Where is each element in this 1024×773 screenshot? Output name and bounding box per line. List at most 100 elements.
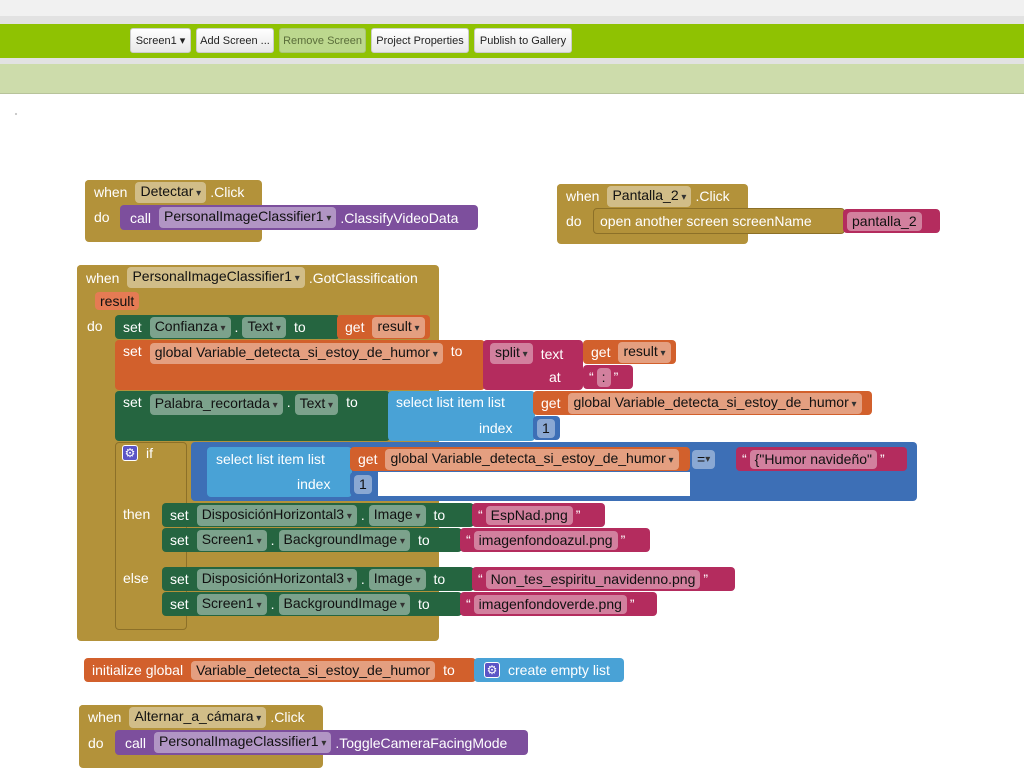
text-block[interactable]: “{"Humor navideño"” [736,447,907,471]
text-value[interactable]: imagenfondoazul.png [473,530,618,550]
sub-toolbar [0,64,1024,94]
set-background-image-block[interactable]: set Screen1 . BackgroundImage to [162,592,462,616]
to-label: to [418,596,430,612]
property-dropdown[interactable]: Image [368,568,426,590]
number-block[interactable]: 1 [350,472,378,496]
property-dropdown[interactable]: BackgroundImage [278,593,410,615]
project-properties-button[interactable]: Project Properties [371,28,469,53]
create-empty-list-block[interactable]: ⚙ create empty list [474,658,624,682]
get-label: get [541,395,561,411]
divider [0,58,1024,64]
get-block[interactable]: get global Variable_detecta_si_estoy_de_… [350,447,690,471]
dot: . [270,532,275,548]
text-block[interactable]: “:” [583,365,633,389]
divider [0,16,1024,24]
text-block[interactable]: pantalla_2 [843,209,940,233]
to-label: to [418,532,430,548]
remove-screen-button[interactable]: Remove Screen [279,28,366,53]
set-label: set [170,571,189,587]
get-label: get [345,319,365,335]
text-block[interactable]: “imagenfondoverde.png” [460,592,657,616]
event-name: .Click [210,184,245,200]
set-global-variable-block[interactable]: set global Variable_detecta_si_estoy_de_… [115,340,485,390]
when-label: when [94,184,128,200]
variable-dropdown[interactable]: global Variable_detecta_si_estoy_de_humo… [568,392,862,414]
set-confianza-text-block[interactable]: set Confianza . Text to [115,315,340,339]
split-dropdown[interactable]: split [490,343,533,364]
set-image-block[interactable]: set DisposiciónHorizontal3 . Image to [162,503,474,527]
component-dropdown[interactable]: PersonalImageClassifier1 [154,732,332,753]
set-image-block[interactable]: set DisposiciónHorizontal3 . Image to [162,567,474,591]
when-label: when [88,709,122,725]
component-dropdown[interactable]: Pantalla_2 [607,185,692,207]
if-label: if [146,445,153,461]
get-block[interactable]: get global Variable_detecta_si_estoy_de_… [533,391,872,415]
component-dropdown[interactable]: Detectar [135,181,207,203]
text-value[interactable]: : [596,367,611,387]
do-label: do [566,213,582,229]
text-value[interactable]: Non_tes_espiritu_navidenno.png [485,569,701,589]
call-block[interactable]: call PersonalImageClassifier1 .ToggleCam… [115,730,528,755]
number-block[interactable]: 1 [533,416,560,440]
operator-dropdown[interactable]: = [692,450,716,469]
text-value[interactable]: imagenfondoverde.png [473,594,627,614]
component-dropdown[interactable]: Palabra_recortada [149,394,283,415]
event-name: .GotClassification [308,269,418,286]
property-dropdown[interactable]: Text [294,394,339,415]
number-value[interactable]: 1 [354,474,372,494]
component-dropdown[interactable]: Confianza [149,316,231,338]
set-label: set [123,343,142,359]
gear-icon[interactable]: ⚙ [484,662,500,678]
call-block[interactable]: call PersonalImageClassifier1 .ClassifyV… [120,205,478,230]
component-dropdown[interactable]: DisposiciónHorizontal3 [196,568,357,590]
variable-dropdown[interactable]: global Variable_detecta_si_estoy_de_humo… [385,448,679,470]
variable-dropdown[interactable]: result [372,316,425,338]
get-block[interactable]: get result [583,340,676,364]
split-header: split text [486,343,567,364]
component-dropdown[interactable]: PersonalImageClassifier1 [127,267,305,288]
text-block[interactable]: “Non_tes_espiritu_navidenno.png” [472,567,735,591]
component-dropdown[interactable]: DisposiciónHorizontal3 [196,504,357,526]
text-value[interactable]: EspNad.png [485,505,573,525]
open-another-screen-block[interactable]: open another screen screenName [593,208,845,234]
to-label: to [433,507,446,523]
event-name: .Click [695,188,730,204]
method-name: .ToggleCameraFacingMode [335,734,508,751]
number-value[interactable]: 1 [537,418,555,438]
variable-dropdown[interactable]: global Variable_detecta_si_estoy_de_humo… [149,343,443,364]
property-dropdown[interactable]: Image [368,504,426,526]
get-label: get [358,451,378,467]
component-dropdown[interactable]: Screen1 [196,529,267,551]
property-dropdown[interactable]: BackgroundImage [278,529,410,551]
when-label: when [566,188,600,204]
select-list-item-block[interactable]: select list item list [207,447,352,497]
text-block[interactable]: “imagenfondoazul.png” [460,528,650,552]
add-screen-button[interactable]: Add Screen ... [196,28,274,53]
variable-dropdown[interactable]: result [618,341,671,363]
event-header: when Alternar_a_cámara .Click [79,705,305,729]
get-block[interactable]: get result [337,315,430,339]
component-dropdown[interactable]: Screen1 [196,593,267,615]
parameter-result[interactable]: result [95,292,140,310]
set-background-image-block[interactable]: set Screen1 . BackgroundImage to [162,528,462,552]
index-label: index [297,476,331,492]
do-label: do [87,318,103,334]
property-dropdown[interactable]: Text [242,316,286,338]
component-dropdown[interactable]: PersonalImageClassifier1 [159,207,337,228]
to-label: to [433,571,446,587]
variable-name[interactable]: Variable_detecta_si_estoy_de_humor [191,660,436,680]
initialize-global-block[interactable]: initialize global Variable_detecta_si_es… [84,658,476,682]
do-label: do [94,209,110,225]
set-label: set [123,319,142,335]
gear-icon[interactable]: ⚙ [122,445,138,461]
select-list-item-block[interactable]: select list item list [388,391,535,441]
text-value[interactable]: pantalla_2 [847,211,922,231]
component-dropdown[interactable]: Alternar_a_cámara [129,706,267,728]
to-label: to [443,662,455,678]
publish-to-gallery-button[interactable]: Publish to Gallery [474,28,572,53]
text-value[interactable]: {"Humor navideño" [749,449,878,469]
screen-select-button[interactable]: Screen1 ▾ [130,28,191,53]
select-list-item-label: select list item list [396,394,505,410]
text-block[interactable]: “EspNad.png” [472,503,605,527]
set-palabra-text-block[interactable]: set Palabra_recortada . Text to [115,391,390,441]
